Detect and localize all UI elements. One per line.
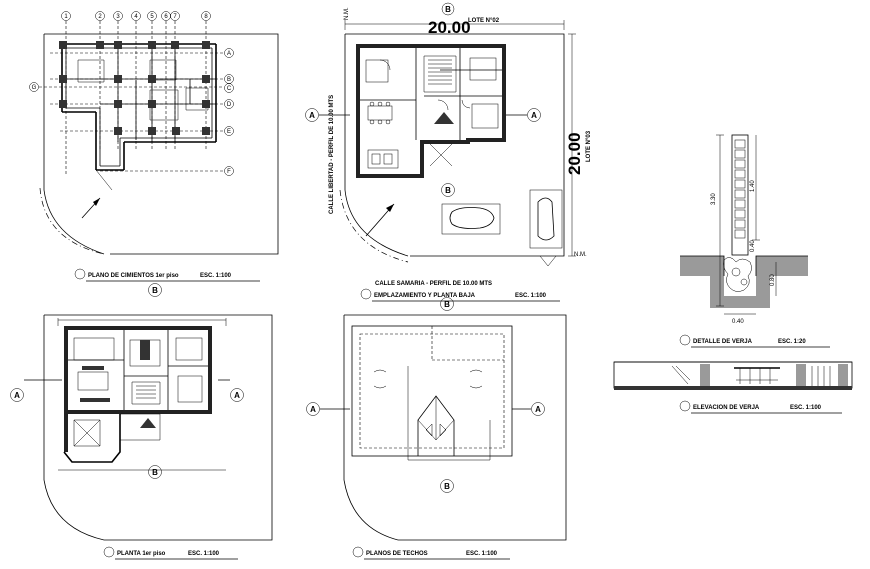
foundation-axis-6: 6: [164, 14, 168, 20]
plan-bubble-left: A: [14, 391, 20, 400]
fence-dim-total: 3.30: [711, 193, 717, 205]
site-street-left: CALLE LIBERTAD - PERFIL DE 10.00 MTS: [329, 95, 335, 214]
foundation-axis-B: B: [227, 77, 231, 83]
foundation-axis-4: 4: [134, 14, 138, 20]
roof-bubble-right: A: [535, 405, 541, 414]
site-title: EMPLAZAMIENTO Y PLANTA BAJA: [374, 293, 476, 299]
plan-title: PLANTA 1er piso: [117, 551, 166, 557]
foundation-axis-5: 5: [150, 14, 154, 20]
fence-detail: 3.30 1.40 0.40 0.80 0.40 DETALLE DE VERJ…: [679, 134, 830, 348]
foundation-axis-3: 3: [116, 14, 120, 20]
fence-detail-scale: ESC. 1:20: [778, 339, 806, 345]
foundation-axis-left: G: [32, 85, 37, 91]
fence-elevation-scale: ESC. 1:100: [790, 405, 822, 411]
foundation-footings: [59, 41, 210, 135]
foundation-axis-7: 7: [173, 14, 177, 20]
foundation-axis-E: E: [227, 129, 231, 135]
fence-blocks: [734, 139, 746, 239]
foundation-axis-A: A: [227, 51, 231, 57]
site-plan: B 20.00 LOTE N°02 N.M. 20.00 LOTE N°03 N…: [305, 2, 592, 302]
site-bubble-right: A: [531, 111, 537, 120]
fence-elevation: ELEVACION DE VERJA ESC. 1:100: [613, 361, 853, 414]
roof-scale: ESC. 1:100: [466, 551, 498, 557]
fence-dim-mid: 0.40: [750, 240, 756, 252]
roof-bubble-bottom: B: [444, 482, 450, 491]
foundation-scale: ESC. 1:100: [200, 273, 232, 279]
site-nm-right: N.M.: [574, 252, 587, 258]
fence-dim-upper: 1.40: [750, 180, 756, 192]
plan-scale: ESC. 1:100: [188, 551, 220, 557]
roof-title: PLANOS DE TECHOS: [366, 551, 428, 557]
site-lot-right: LOTE N°03: [586, 130, 592, 162]
site-dim-right: 20.00: [565, 132, 584, 175]
site-bubble-left: A: [309, 111, 315, 120]
foundation-plan: 1 2 3 4 5 6 7 8 A B C D E F G: [29, 11, 279, 282]
roof-bubble-top: B: [444, 300, 450, 309]
foundation-axis-D: D: [227, 102, 232, 108]
plan-bubble-top: B: [152, 286, 158, 295]
foundation-axis-2: 2: [98, 14, 102, 20]
site-bubble-top: B: [445, 5, 451, 14]
foundation-axis-C: C: [227, 86, 232, 92]
site-nm-top: N.M.: [344, 7, 350, 20]
fence-dim-foot: 0.80: [770, 274, 776, 286]
foundation-title: PLANO DE CIMIENTOS 1er piso: [88, 273, 179, 279]
site-bubble-bottom: B: [445, 186, 451, 195]
plan-bubble-right: A: [234, 391, 240, 400]
site-dim-top: 20.00: [428, 18, 471, 37]
fence-dim-width: 0.40: [732, 319, 744, 325]
plan-bubble-bottom: B: [152, 468, 158, 477]
foundation-row-axes: A B C D E F G: [29, 48, 234, 176]
foundation-axis-F: F: [227, 169, 231, 175]
fence-elevation-title: ELEVACION DE VERJA: [693, 405, 760, 411]
site-street-bottom: CALLE SAMARIA - PERFIL DE 10.00 MTS: [375, 281, 492, 287]
site-lot-top: LOTE N°02: [468, 18, 500, 24]
first-floor-plan: B B A A PLANTA 1er piso ESC. 1:100: [10, 283, 273, 560]
roof-plan: B B A A PLANOS DE TECHOS ESC. 1:100: [306, 297, 567, 560]
foundation-axis-8: 8: [204, 14, 208, 20]
fence-detail-title: DETALLE DE VERJA: [693, 339, 753, 345]
foundation-axis-1: 1: [64, 14, 68, 20]
roof-bubble-left: A: [310, 405, 316, 414]
site-scale: ESC. 1:100: [515, 293, 547, 299]
